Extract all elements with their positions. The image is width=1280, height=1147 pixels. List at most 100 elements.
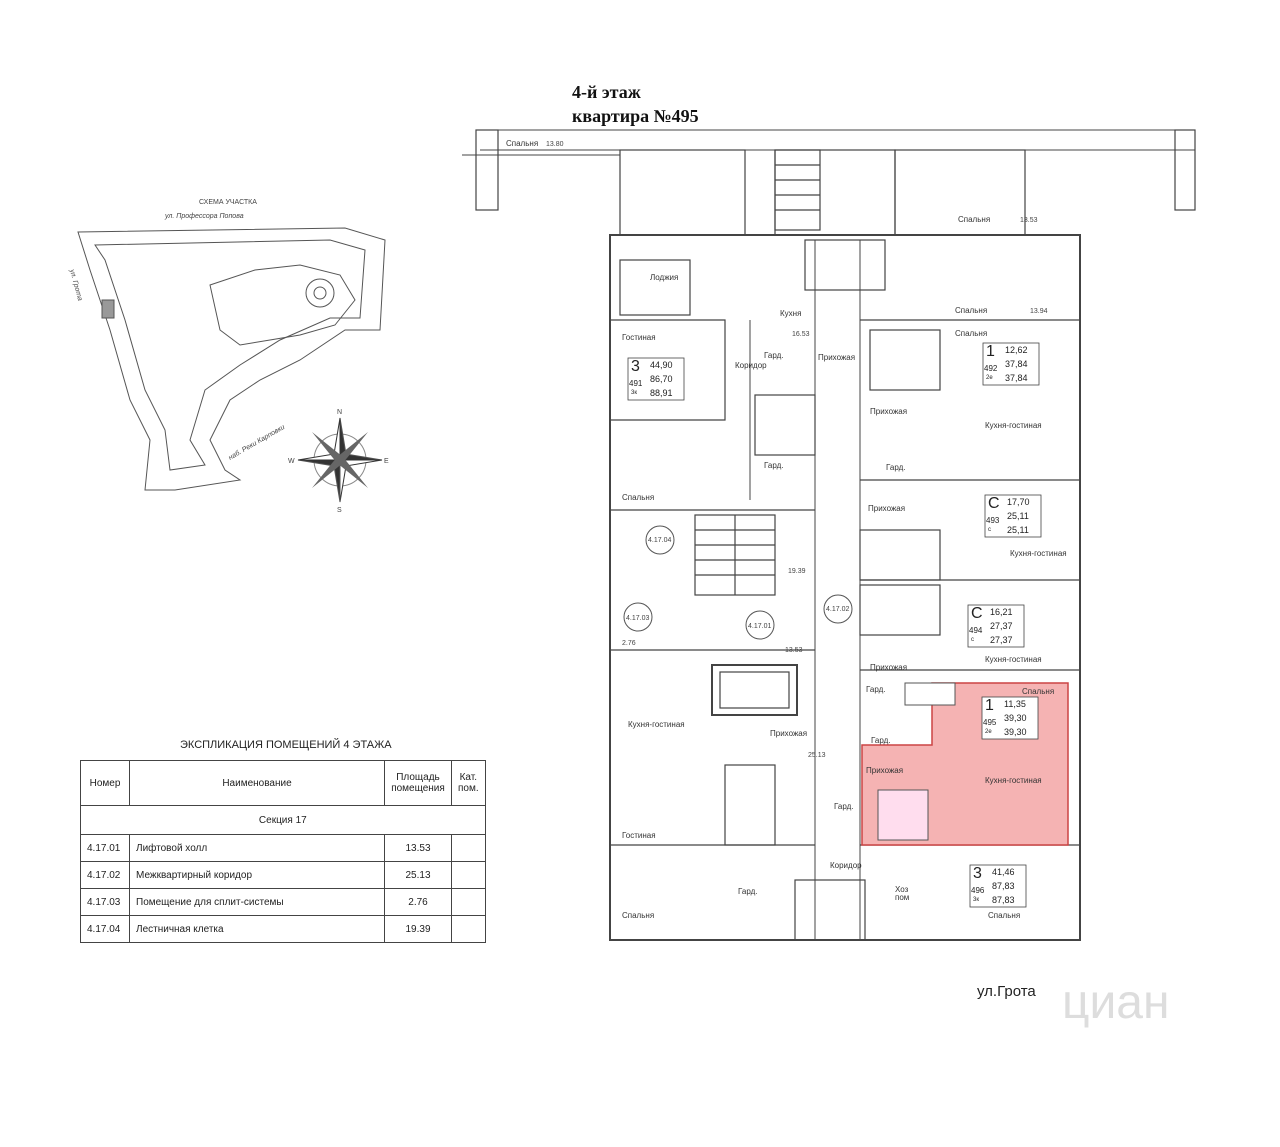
svg-text:Кухня-гостиная: Кухня-гостиная (1010, 549, 1067, 558)
apartment-living-area: 11,35 (1004, 699, 1026, 709)
svg-text:Гард.: Гард. (886, 463, 906, 472)
apartment-info-491: 3 491 3к 44,90 86,70 88,91 (628, 358, 684, 400)
svg-text:N: N (337, 409, 342, 416)
watermark: циан (1062, 976, 1170, 1029)
svg-text:Кухня-гостиная: Кухня-гостиная (985, 655, 1042, 664)
svg-text:Прихожая: Прихожая (818, 353, 855, 362)
apartment-type: 2е (985, 729, 992, 735)
street-popova: ул. Профессора Попова (164, 213, 244, 220)
apartment-total-area-2: 39,30 (1004, 727, 1027, 737)
svg-text:пом: пом (895, 893, 909, 902)
apartment-living-area: 44,90 (650, 360, 673, 370)
svg-text:Хоз: Хоз (895, 885, 909, 894)
section-row: Секция 17 (80, 805, 486, 835)
svg-text:Кухня-гостиная: Кухня-гостиная (628, 720, 685, 729)
svg-text:13.80: 13.80 (546, 141, 564, 148)
svg-text:Кухня-гостиная: Кухня-гостиная (985, 421, 1042, 430)
svg-text:Гард.: Гард. (764, 351, 784, 360)
explication-table: Номер Наименование Площадь помещения Кат… (80, 760, 486, 943)
apartment-number: 495 (983, 718, 997, 727)
svg-text:4.17.04: 4.17.04 (648, 537, 671, 544)
apartment-number: 496 (971, 886, 985, 895)
svg-text:Гостиная: Гостиная (622, 831, 656, 840)
svg-text:Лоджия: Лоджия (650, 273, 678, 282)
apartment-type: 3к (973, 897, 979, 903)
apartment-total-area-2: 27,37 (990, 635, 1013, 645)
apartment-total-area-2: 37,84 (1005, 373, 1028, 383)
svg-text:Спальня: Спальня (955, 306, 987, 315)
svg-text:Гард.: Гард. (871, 736, 891, 745)
apartment-type: с (988, 527, 991, 533)
common-area-tags: 4.17.04 4.17.03 4.17.01 4.17.02 19.392.7… (622, 525, 853, 759)
street-grota-scheme: ул. Грота (68, 268, 83, 302)
apartment-living-area: 12,62 (1005, 345, 1028, 355)
apartment-total-area: 87,83 (992, 881, 1015, 891)
apartment-number: 492 (984, 364, 998, 373)
apartment-info-496: 3 496 3к 41,46 87,83 87,83 (970, 865, 1026, 907)
apartment-info-494: С 494 с 16,21 27,37 27,37 (968, 605, 1024, 647)
col-cat: Кат. пом. (451, 760, 486, 806)
apartment-number: 493 (986, 516, 1000, 525)
svg-text:Гард.: Гард. (738, 887, 758, 896)
svg-text:Прихожая: Прихожая (770, 729, 807, 738)
svg-text:13.53: 13.53 (785, 647, 803, 654)
street-label: ул.Грота (977, 983, 1036, 1000)
svg-text:4.17.01: 4.17.01 (748, 623, 771, 630)
svg-text:Прихожая: Прихожая (866, 766, 903, 775)
svg-text:Спальня: Спальня (1022, 687, 1054, 696)
apartment-total-area: 86,70 (650, 374, 673, 384)
site-scheme: СХЕМА УЧАСТКА ул. Профессора Попова ул. … (68, 199, 389, 514)
apartment-info-493: С 493 с 17,70 25,11 25,11 (985, 495, 1041, 537)
col-area: Площадь помещения (384, 760, 452, 806)
svg-text:4.17.03: 4.17.03 (626, 615, 649, 622)
svg-text:Спальня: Спальня (988, 911, 1020, 920)
svg-text:Коридор: Коридор (830, 861, 862, 870)
svg-text:13.94: 13.94 (1030, 308, 1048, 315)
svg-text:E: E (384, 458, 389, 465)
svg-text:Спальня: Спальня (958, 215, 990, 224)
svg-text:19.39: 19.39 (788, 568, 806, 575)
svg-text:Гард.: Гард. (834, 802, 854, 811)
apartment-type: 3к (631, 390, 637, 396)
svg-text:Кухня: Кухня (780, 309, 801, 318)
col-number: Номер (80, 760, 130, 806)
apartment-total-area: 27,37 (990, 621, 1013, 631)
col-name: Наименование (129, 760, 385, 806)
apartment-living-area: 41,46 (992, 867, 1015, 877)
apartment-living-area: 16,21 (990, 607, 1013, 617)
svg-text:Гард.: Гард. (866, 685, 886, 694)
room-labels: Спальня 13.80 Спальня 13.53 Лоджия Кухня 16… (506, 139, 1067, 920)
apartment-rooms: 3 (973, 865, 982, 882)
apartment-type: 2е (986, 375, 993, 381)
compass-rose-icon: N S W E (288, 409, 389, 514)
apartment-type: с (971, 637, 974, 643)
apartment-living-area: 17,70 (1007, 497, 1030, 507)
apartment-total-area: 37,84 (1005, 359, 1028, 369)
site-scheme-title: СХЕМА УЧАСТКА (199, 199, 257, 206)
apartment-rooms: 1 (985, 697, 994, 714)
svg-text:Коридор: Коридор (735, 361, 767, 370)
svg-text:Спальня: Спальня (622, 493, 654, 502)
svg-text:Прихожая: Прихожая (870, 407, 907, 416)
svg-text:W: W (288, 458, 295, 465)
apartment-total-area: 39,30 (1004, 713, 1027, 723)
apartment-total-area: 25,11 (1007, 511, 1029, 521)
apartment-total-area-2: 25,11 (1007, 525, 1029, 535)
svg-text:Спальня: Спальня (622, 911, 654, 920)
svg-text:16.53: 16.53 (792, 331, 810, 338)
floor-plan (462, 129, 1196, 941)
apartment-number: 494 (969, 626, 983, 635)
svg-text:4.17.02: 4.17.02 (826, 606, 849, 613)
svg-text:Прихожая: Прихожая (868, 504, 905, 513)
svg-text:Прихожая: Прихожая (870, 663, 907, 672)
svg-text:13.53: 13.53 (1020, 217, 1038, 224)
apartment-title: квартира №495 (572, 106, 699, 126)
apartment-rooms: С (971, 605, 983, 622)
apartment-info-495: 1 495 2е 11,35 39,30 39,30 (982, 697, 1038, 739)
apartment-rooms: 1 (986, 343, 995, 360)
